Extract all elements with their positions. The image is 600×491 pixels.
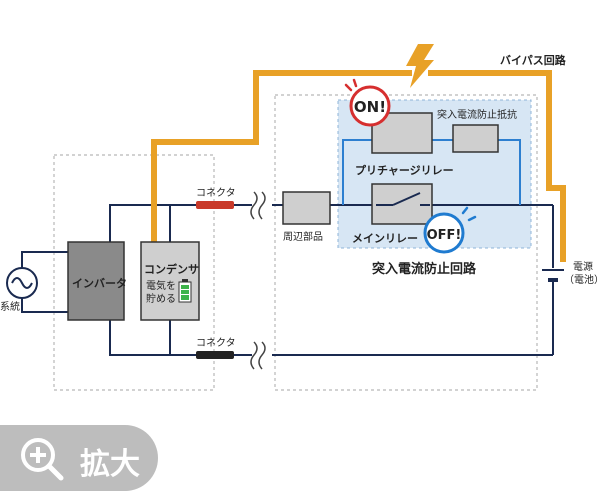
off-badge-label: OFF!: [427, 228, 462, 243]
precharge-relay-label: プリチャージリレー: [355, 163, 454, 177]
off-badge: OFF!: [423, 206, 477, 254]
bypass-label: バイパス回路: [500, 53, 567, 67]
inrush-circuit-label: 突入電流防止回路: [372, 261, 477, 277]
capacitor-box: [140, 241, 200, 321]
connector-top: [196, 201, 234, 209]
lightning-icon: [406, 44, 434, 88]
ac-source-icon: [6, 267, 38, 299]
on-badge-label: ON!: [354, 98, 386, 116]
capacitor-title: コンデンサ: [144, 262, 199, 276]
inverter-label: インバータ: [72, 277, 127, 290]
battery-symbol: [542, 269, 564, 282]
battery-unit-frame: [274, 94, 538, 391]
power-label-line2: （電池）: [564, 273, 600, 286]
cable-break-marks: [250, 191, 266, 370]
peripheral-box: [282, 191, 331, 225]
switch-symbol: [376, 192, 430, 206]
zoom-button-label: 拡大: [80, 447, 140, 482]
precharge-wires: [342, 139, 521, 205]
inverter-box: [67, 241, 125, 321]
main-wires: [21, 204, 554, 356]
battery-level-icon: [178, 279, 192, 303]
peripheral-label: 周辺部品: [283, 230, 323, 243]
capacitor-desc-line1: 電気を: [146, 279, 176, 292]
connector-top-label: コネクタ: [196, 187, 236, 199]
bypass-circuit: [151, 70, 566, 262]
capacitor-desc-line2: 貯める: [146, 293, 176, 305]
grid-label: 系統: [0, 300, 20, 313]
on-badge: ON!: [344, 78, 391, 127]
power-label-line1: 電源: [573, 260, 593, 273]
inverter-unit-frame: [53, 154, 215, 391]
connector-bottom-label: コネクタ: [196, 337, 236, 349]
main-relay-label: メインリレー: [352, 232, 418, 245]
zoom-button[interactable]: 拡大: [0, 425, 158, 491]
precharge-resistor-box: [452, 124, 499, 153]
precharge-resistor-label: 突入電流防止抵抗: [437, 108, 517, 121]
connector-bottom: [196, 351, 234, 359]
zoom-in-icon: [21, 438, 64, 481]
